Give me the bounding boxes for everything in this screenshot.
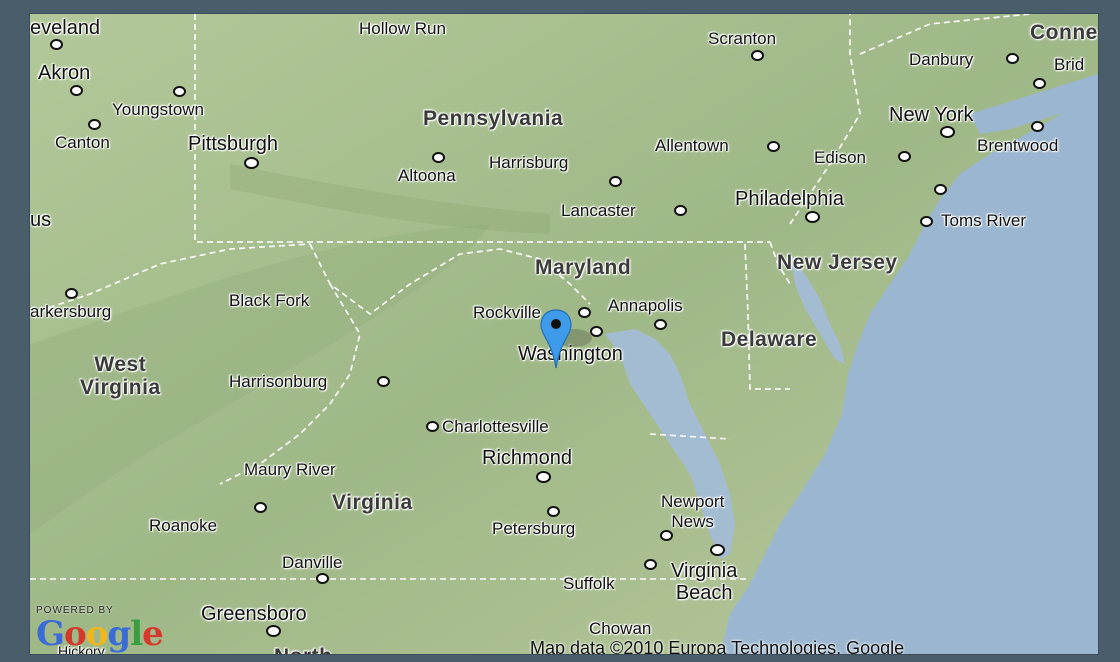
state-label-pennsylvania: Pennsylvania <box>423 107 564 130</box>
city-dot-toms-river[interactable] <box>920 216 933 227</box>
city-label-suffolk: Suffolk <box>563 574 615 593</box>
city-dot-new-york[interactable] <box>940 126 955 138</box>
city-label-akron: Akron <box>38 62 91 84</box>
city-label-danbury: Danbury <box>909 50 974 69</box>
city-label-toms-river: Toms River <box>941 211 1027 230</box>
powered-by-label: POWERED BY <box>36 605 114 616</box>
city-label-washington: Washington <box>518 343 623 365</box>
city-label-newport-news-text: Newport News <box>661 492 725 531</box>
city-label-harrisburg: Harrisburg <box>489 153 569 172</box>
city-dot-philadelphia[interactable] <box>805 211 820 223</box>
city-dot-harrisonburg[interactable] <box>377 376 390 387</box>
city-dot-youngstown[interactable] <box>173 86 186 97</box>
city-dot-edison[interactable] <box>898 151 911 162</box>
city-label-canton: Canton <box>55 133 110 152</box>
city-label-brentwood: Brentwood <box>977 136 1059 155</box>
city-label-hollow-run: Hollow Run <box>359 19 446 38</box>
city-dot-akron[interactable] <box>70 85 83 96</box>
city-dot-rockville[interactable] <box>578 307 591 318</box>
city-label-hickory: Hickory <box>58 643 105 654</box>
atlantic-ocean <box>720 94 1098 654</box>
map-attribution: Map data ©2010 Europa Technologies, Goog… <box>530 638 905 654</box>
map-view[interactable]: Pennsylvania Maryland New Jersey Delawar… <box>30 14 1098 654</box>
city-label-charlottesville: Charlottesville <box>442 417 549 436</box>
city-label-annapolis: Annapolis <box>608 296 683 315</box>
city-label-newport-news: Newport News <box>661 492 724 531</box>
city-label-parkersburg: arkersburg <box>30 302 112 321</box>
city-label-altoona: Altoona <box>398 166 456 185</box>
city-label-virginia-beach: Virginia Beach <box>671 560 737 604</box>
city-dot-roanoke[interactable] <box>254 502 267 513</box>
state-label-maryland: Maryland <box>535 256 632 279</box>
state-borders <box>30 14 1031 580</box>
city-label-virginia-beach-text: Virginia Beach <box>671 560 738 604</box>
city-dot-charlottesville[interactable] <box>426 421 439 432</box>
city-dot-allentown[interactable] <box>767 141 780 152</box>
city-dot-annapolis[interactable] <box>654 319 667 330</box>
city-label-richmond: Richmond <box>482 447 573 469</box>
city-dot-virginia-beach[interactable] <box>644 559 657 570</box>
city-label-black-fork: Black Fork <box>229 291 310 310</box>
map-pin-icon[interactable] <box>540 308 592 370</box>
city-dot-brentwood[interactable] <box>1031 121 1044 132</box>
city-label-danville: Danville <box>282 553 343 572</box>
city-label-maury-river: Maury River <box>244 460 336 479</box>
city-label-chowan: Chowan <box>589 619 652 638</box>
state-label-west-virginia: West Virginia <box>80 353 161 399</box>
state-label-delaware: Delaware <box>721 328 818 351</box>
state-label-connecticut: Conne <box>1030 21 1098 44</box>
map-canvas[interactable] <box>30 14 1098 654</box>
city-dot-lancaster[interactable] <box>674 205 687 216</box>
city-label-pittsburgh: Pittsburgh <box>188 133 279 155</box>
city-dot-coastal-nj[interactable] <box>934 184 947 195</box>
city-dot-canton[interactable] <box>88 119 101 130</box>
city-dot-scranton[interactable] <box>751 50 764 61</box>
city-dot-bridgeport[interactable] <box>1033 78 1046 89</box>
city-dot-danville[interactable] <box>316 573 329 584</box>
city-label-rockville: Rockville <box>473 303 542 322</box>
city-dot-pittsburgh[interactable] <box>244 157 259 169</box>
city-dot-danbury[interactable] <box>1006 53 1019 64</box>
city-label-bridgeport: Brid <box>1054 55 1085 74</box>
city-label-lancaster: Lancaster <box>561 201 636 220</box>
city-label-scranton: Scranton <box>708 29 777 48</box>
city-label-harrisonburg: Harrisonburg <box>229 372 328 391</box>
city-label-new-york: New York <box>889 104 974 126</box>
city-label-roanoke: Roanoke <box>149 516 218 535</box>
city-label-edison: Edison <box>814 148 866 167</box>
city-label-petersburg: Petersburg <box>492 519 576 538</box>
chesapeake-bay <box>605 329 735 559</box>
state-label-west-virginia-text: West Virginia <box>80 353 161 400</box>
city-label-cleveland: eveland <box>30 17 101 39</box>
city-label-greensboro: Greensboro <box>201 603 307 625</box>
city-label-youngstown: Youngstown <box>112 100 205 119</box>
city-dot-norfolk[interactable] <box>710 544 725 556</box>
city-dot-greensboro[interactable] <box>266 625 281 637</box>
city-dot-newport-news[interactable] <box>660 530 673 541</box>
city-dot-harrisburg[interactable] <box>432 152 445 163</box>
city-dot-cleveland[interactable] <box>50 39 63 50</box>
state-label-virginia: Virginia <box>332 491 413 514</box>
state-label-new-jersey: New Jersey <box>777 251 898 274</box>
delaware-bay <box>790 254 845 364</box>
google-logo[interactable]: Google <box>36 614 164 654</box>
state-label-north-carolina: North <box>274 646 333 654</box>
city-dot-richmond[interactable] <box>536 471 551 483</box>
city-label-philadelphia: Philadelphia <box>735 188 844 210</box>
long-island-sound <box>970 74 1098 134</box>
city-label-allentown: Allentown <box>655 136 729 155</box>
city-dot-parkersburg[interactable] <box>65 288 78 299</box>
city-dot-harrisburg-2[interactable] <box>609 176 622 187</box>
city-dot-petersburg[interactable] <box>547 506 560 517</box>
city-dot-baltimore[interactable] <box>590 326 603 337</box>
city-label-columbus: us <box>30 209 52 231</box>
